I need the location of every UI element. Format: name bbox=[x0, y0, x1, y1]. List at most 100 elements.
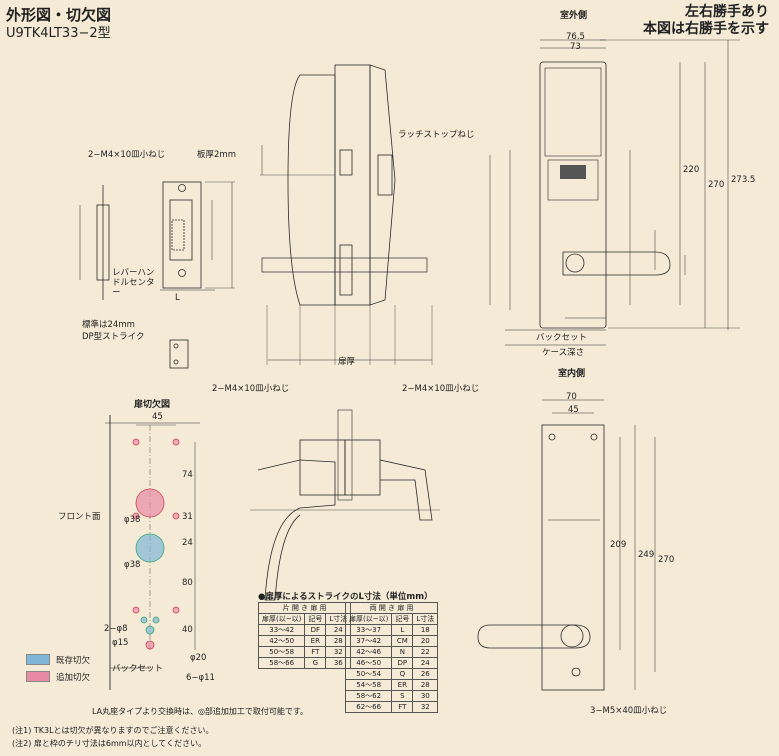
side-view bbox=[260, 64, 433, 365]
dim-270: 270 bbox=[708, 180, 725, 190]
handedness-note: 左右勝手あり 本図は右勝手を示す bbox=[643, 4, 769, 38]
single-header: 片 開 き 扉 用 bbox=[257, 602, 352, 614]
table-cell: ER bbox=[304, 635, 327, 647]
door-thickness-label: 扉厚 bbox=[338, 357, 356, 367]
table-cell: N bbox=[391, 646, 414, 658]
cutout-dim-74: 74 bbox=[182, 470, 193, 480]
cutout-dim-45: 45 bbox=[152, 412, 163, 422]
table-cell: 58〜66 bbox=[257, 657, 306, 669]
rear-screw-label: 3−M5×40皿小ねじ bbox=[590, 706, 668, 716]
strike-standard-label: 標準は24mm bbox=[82, 320, 135, 330]
table-cell: Q bbox=[391, 668, 414, 680]
table-cell: DP bbox=[391, 657, 414, 669]
table-cell: DF bbox=[304, 624, 327, 636]
lever-center-label: レバーハンドルセンター bbox=[112, 268, 155, 298]
rear-dim-70: 70 bbox=[566, 392, 577, 402]
note-line-2: 本図は右勝手を示す bbox=[643, 21, 769, 37]
cutout-backset-label: バックセット bbox=[112, 664, 164, 674]
outdoor-side-label: 室外側 bbox=[560, 11, 588, 21]
strike-col-header: 記号 bbox=[391, 613, 414, 625]
phi20-label: φ20 bbox=[190, 653, 207, 663]
strike-screw-label: 2−M4×10皿小ねじ bbox=[88, 150, 166, 160]
strike-L-label: L bbox=[175, 293, 180, 303]
model-number: U9TK4LT33−2型 bbox=[6, 26, 111, 41]
rear-dim-249: 249 bbox=[638, 550, 655, 560]
plate-thickness-label: 板厚2mm bbox=[197, 150, 236, 160]
phi15-label: φ15 bbox=[112, 638, 129, 648]
table-cell: 36 bbox=[325, 657, 352, 669]
double-header: 両 開 き 扉 用 bbox=[344, 602, 439, 614]
table-cell: 42〜50 bbox=[257, 635, 306, 647]
front-face-label: フロント面 bbox=[58, 512, 101, 522]
cutout-dim-80: 80 bbox=[182, 578, 193, 588]
strike-col-header: 記号 bbox=[304, 613, 327, 625]
rear-dim-209: 209 bbox=[610, 540, 627, 550]
table-cell: 20 bbox=[412, 635, 439, 647]
table-cell: 32 bbox=[412, 701, 439, 713]
table-cell: 28 bbox=[412, 679, 439, 691]
strike-col-header: 扉厚(以~以) bbox=[344, 613, 393, 625]
legend-additional-label: 追加切欠 bbox=[56, 673, 91, 683]
page-title: 外形図・切欠図 bbox=[6, 6, 112, 24]
phi38-upper: φ38 bbox=[124, 515, 141, 525]
table-cell: 37〜42 bbox=[344, 635, 393, 647]
table-cell: FT bbox=[391, 701, 414, 713]
strike-table-title: ●扉厚によるストライクのL寸法（単位mm） bbox=[258, 592, 433, 602]
legend-additional-swatch bbox=[26, 671, 50, 682]
footer-note-2: (注2) 扉と枠のチリ寸法は6mm以内としてください。 bbox=[12, 739, 207, 748]
table-cell: 42〜46 bbox=[344, 646, 393, 658]
table-cell: 62〜66 bbox=[344, 701, 393, 713]
table-cell: ER bbox=[391, 679, 414, 691]
backset-label: バックセット bbox=[536, 333, 588, 343]
strike-col-header: 扉厚(以~以) bbox=[257, 613, 306, 625]
strike-dp-label: DP型ストライク bbox=[82, 332, 145, 342]
phi11-label: 6−φ11 bbox=[186, 673, 215, 683]
indoor-side-label: 室内側 bbox=[558, 369, 586, 379]
legend-existing-label: 既存切欠 bbox=[56, 656, 91, 666]
table-cell: 26 bbox=[412, 668, 439, 680]
door-cutout-title: 扉切欠図 bbox=[134, 400, 171, 410]
table-cell: 46〜50 bbox=[344, 657, 393, 669]
phi38-lower: φ38 bbox=[124, 560, 141, 570]
latch-screw-label: ラッチストップねじ bbox=[398, 130, 475, 140]
footer-la-note: LA丸座タイプより交換時は、◎部追加加工で取付可能です。 bbox=[92, 707, 309, 716]
table-cell: FT bbox=[304, 646, 327, 658]
strike-col-header: L寸法 bbox=[412, 613, 439, 625]
side-screw-left-label: 2−M4×10皿小ねじ bbox=[212, 384, 290, 394]
table-cell: 58〜62 bbox=[344, 690, 393, 702]
table-cell: 18 bbox=[412, 624, 439, 636]
table-cell: 22 bbox=[412, 646, 439, 658]
table-cell: 24 bbox=[412, 657, 439, 669]
dim-76-5: 76.5 bbox=[566, 32, 585, 42]
table-cell: 30 bbox=[412, 690, 439, 702]
table-cell: S bbox=[391, 690, 414, 702]
table-cell: CM bbox=[391, 635, 414, 647]
rear-view bbox=[477, 399, 656, 691]
table-cell: L bbox=[391, 624, 414, 636]
table-cell: 33〜37 bbox=[344, 624, 393, 636]
table-cell: G bbox=[304, 657, 327, 669]
dim-220: 220 bbox=[683, 165, 700, 175]
door-cutout-view bbox=[105, 415, 200, 690]
cutout-dim-31: 31 bbox=[182, 512, 193, 522]
dim-273-5: 273.5 bbox=[731, 175, 756, 185]
side-screw-right-label: 2−M4×10皿小ねじ bbox=[402, 384, 480, 394]
table-cell: 54〜58 bbox=[344, 679, 393, 691]
section-view bbox=[250, 409, 440, 601]
case-depth-label: ケース深さ bbox=[542, 348, 585, 358]
cutout-dim-40: 40 bbox=[182, 625, 193, 635]
note-line-1: 左右勝手あり bbox=[685, 4, 769, 20]
table-cell: 50〜54 bbox=[344, 668, 393, 680]
front-view bbox=[489, 39, 740, 346]
